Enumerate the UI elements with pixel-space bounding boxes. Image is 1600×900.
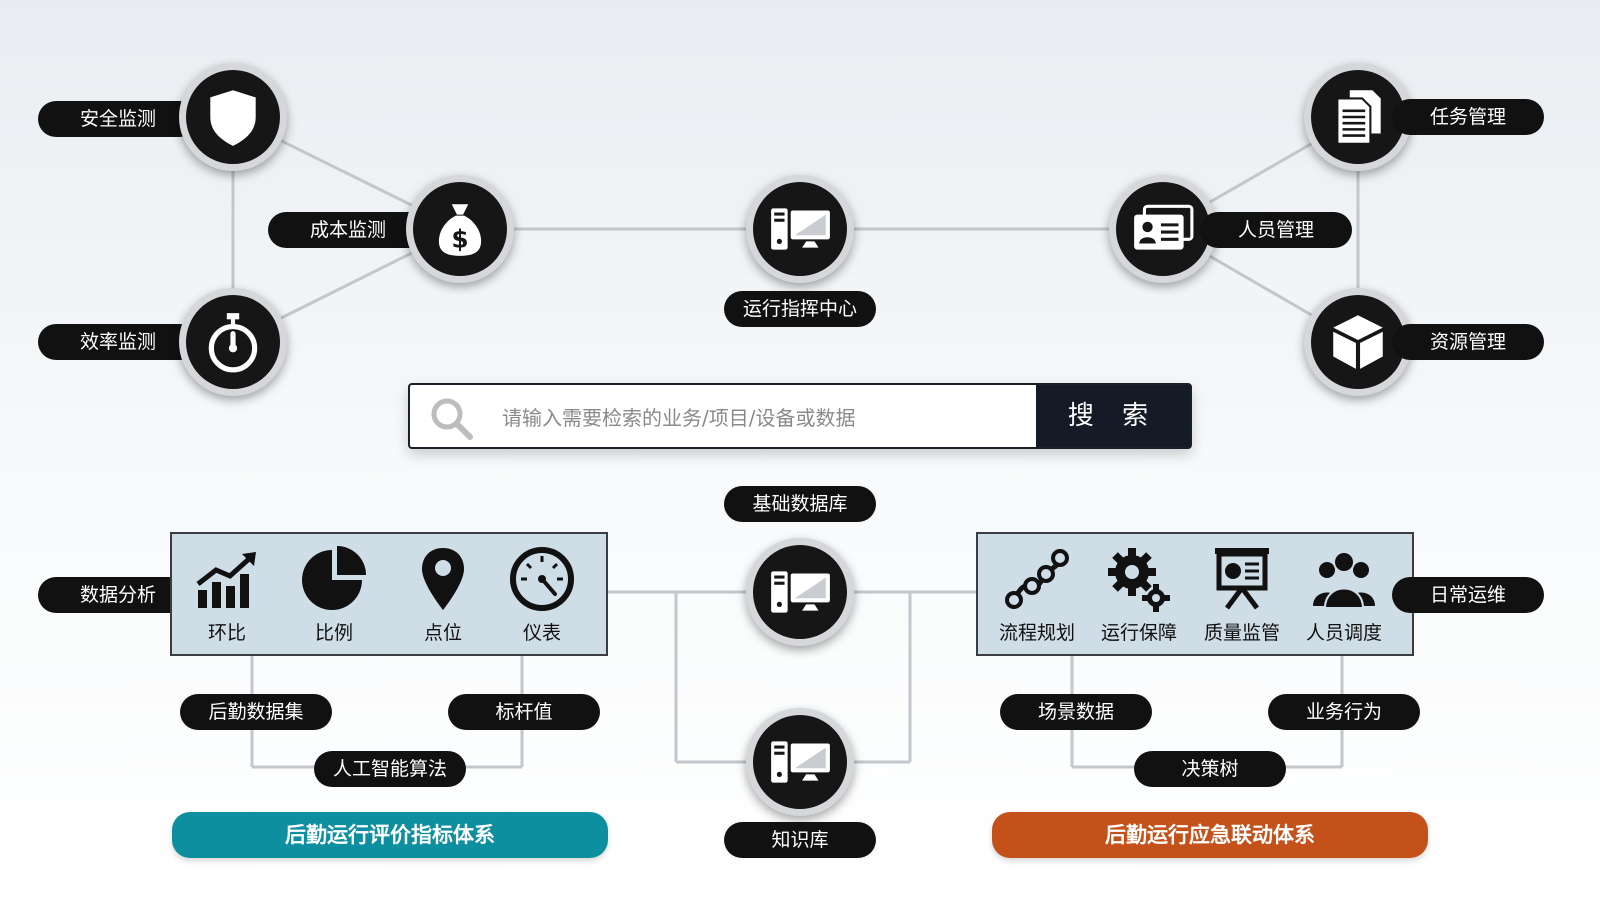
- computer-icon: [771, 741, 830, 783]
- dataset-tag[interactable]: 后勤数据集: [180, 694, 332, 730]
- knowledge-base-node[interactable]: [746, 708, 854, 816]
- emergency-system-banner[interactable]: 后勤运行应急联动体系: [992, 812, 1428, 858]
- analysis-item-ratio[interactable]: 比例: [284, 544, 384, 645]
- scene-data-tag[interactable]: 场景数据: [1000, 694, 1152, 730]
- box-icon: [1333, 315, 1383, 369]
- command-center-label[interactable]: 运行指挥中心: [724, 291, 876, 327]
- money-bag-icon: $: [438, 204, 482, 256]
- search-bar: 搜 索: [408, 383, 1192, 449]
- gears-icon: [1108, 548, 1170, 612]
- decision-tree-tag[interactable]: 决策树: [1134, 751, 1286, 787]
- operations-item-label: 质量监管: [1203, 622, 1280, 644]
- analysis-item-label: 仪表: [522, 622, 561, 644]
- business-behavior-tag[interactable]: 业务行为: [1268, 694, 1420, 730]
- knowledge-base-label[interactable]: 知识库: [724, 822, 876, 858]
- analysis-item-mom[interactable]: 环比: [177, 544, 277, 645]
- shield-icon: [210, 90, 256, 146]
- data-analysis-panel: 环比 比例 点位 仪表: [170, 532, 608, 656]
- command-center-node[interactable]: [746, 175, 854, 283]
- benchmark-tag[interactable]: 标杆值: [448, 694, 600, 730]
- cost-monitor-label[interactable]: 成本监测: [268, 212, 428, 248]
- analysis-item-gauge[interactable]: 仪表: [492, 544, 592, 645]
- operations-item-label: 流程规划: [998, 622, 1075, 644]
- evaluation-system-banner[interactable]: 后勤运行评价指标体系: [172, 812, 608, 858]
- operations-item-quality[interactable]: 质量监管: [1192, 544, 1292, 645]
- resource-management-label[interactable]: 资源管理: [1392, 324, 1544, 360]
- documents-icon: [1336, 90, 1381, 145]
- stopwatch-icon: [208, 313, 258, 373]
- computer-icon: [771, 571, 830, 613]
- operations-item-dispatch[interactable]: 人员调度: [1294, 544, 1394, 645]
- security-monitor-label[interactable]: 安全监测: [38, 101, 198, 137]
- operations-item-process[interactable]: 流程规划: [987, 544, 1087, 645]
- task-management-label[interactable]: 任务管理: [1392, 99, 1544, 135]
- svg-text:$: $: [451, 225, 468, 254]
- efficiency-monitor-label[interactable]: 效率监测: [38, 324, 198, 360]
- id-card-icon: [1134, 204, 1194, 250]
- analysis-item-label: 比例: [314, 622, 353, 644]
- security-monitor-node[interactable]: [179, 63, 287, 171]
- workflow-icon: [1005, 549, 1069, 609]
- analysis-item-label: 点位: [423, 622, 462, 644]
- daily-operations-label[interactable]: 日常运维: [1392, 577, 1544, 613]
- search-icon: [431, 398, 473, 440]
- map-pin-icon: [422, 548, 464, 610]
- computer-icon: [771, 208, 830, 250]
- people-group-icon: [1313, 551, 1375, 609]
- growth-chart-icon: [196, 552, 256, 608]
- base-database-label[interactable]: 基础数据库: [724, 486, 876, 522]
- efficiency-monitor-node[interactable]: [179, 288, 287, 396]
- operations-item-label: 人员调度: [1305, 622, 1382, 644]
- base-database-node[interactable]: [746, 538, 854, 646]
- analysis-item-label: 环比: [207, 622, 246, 644]
- pie-chart-icon: [302, 546, 366, 610]
- operations-item-support[interactable]: 运行保障: [1089, 544, 1189, 645]
- cost-monitor-node[interactable]: $: [406, 175, 514, 283]
- operations-item-label: 运行保障: [1100, 622, 1177, 644]
- personnel-management-label[interactable]: 人员管理: [1200, 212, 1352, 248]
- search-input[interactable]: [500, 395, 1024, 441]
- daily-operations-panel: 流程规划 运行保障: [976, 532, 1414, 656]
- gauge-icon: [510, 547, 574, 611]
- analysis-item-location[interactable]: 点位: [393, 544, 493, 645]
- search-button[interactable]: 搜 索: [1036, 385, 1190, 447]
- presentation-board-icon: [1215, 548, 1269, 610]
- ai-algorithm-tag[interactable]: 人工智能算法: [314, 751, 466, 787]
